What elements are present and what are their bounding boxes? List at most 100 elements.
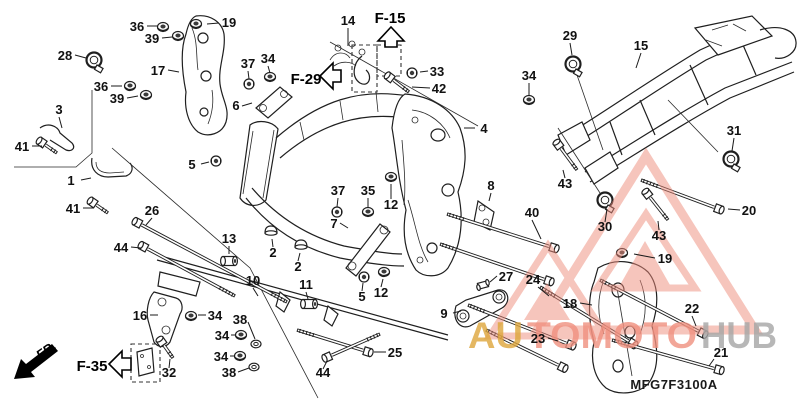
leader-line (161, 36, 173, 39)
watermark-text-tomoto: TOMOTO (527, 315, 697, 356)
cyl-icon (476, 278, 490, 292)
leader-line (691, 315, 697, 327)
callout-36: 36 (94, 79, 108, 94)
callout-4: 4 (480, 121, 488, 136)
callout-25: 25 (388, 345, 402, 360)
bolt-icon (640, 178, 725, 215)
callout-12: 12 (384, 197, 398, 212)
leader-line (361, 282, 364, 292)
clamp-icon (596, 191, 615, 214)
grommet-icon (234, 329, 248, 341)
callout-37: 37 (241, 56, 255, 71)
part-code: MFG7F3100A (630, 377, 717, 392)
bolt-icon (86, 196, 109, 215)
leader-line (167, 69, 180, 73)
callout-34: 34 (261, 51, 276, 66)
callout-33: 33 (430, 64, 444, 79)
leader-line (145, 217, 153, 226)
callout-2: 2 (294, 259, 301, 274)
nut-icon (243, 78, 255, 90)
callout-38: 38 (233, 312, 247, 327)
construction-lines (14, 41, 719, 399)
callout-43: 43 (558, 176, 572, 191)
grommet-icon (361, 206, 375, 218)
callout-5: 5 (358, 289, 365, 304)
leader-line (727, 208, 741, 211)
callout-6: 6 (232, 98, 239, 113)
leader-line (411, 86, 431, 89)
callout-17: 17 (151, 63, 165, 78)
callouts-group: 3639192817363934114114334234376291534312… (15, 13, 756, 380)
leader-line (635, 52, 642, 69)
clamp-icon (85, 51, 104, 74)
leader-line (237, 367, 250, 373)
bolt-icon (552, 138, 579, 172)
grommet-icon (384, 171, 398, 183)
callout-5: 5 (188, 157, 195, 172)
callout-12: 12 (374, 285, 388, 300)
leader-line (537, 286, 550, 297)
cap-icon (294, 239, 308, 250)
callout-31: 31 (727, 123, 741, 138)
ref-f35: F-35 (77, 349, 132, 379)
leader-line (633, 253, 656, 259)
bolt-icon (131, 216, 288, 304)
callout-19: 19 (658, 251, 672, 266)
leader-line (297, 252, 301, 262)
callout-1: 1 (67, 173, 74, 188)
grommet-icon (263, 71, 277, 83)
grommet-icon (522, 94, 536, 106)
callout-10: 10 (246, 273, 260, 288)
grommet-icon (123, 80, 137, 92)
leader-line (380, 278, 384, 288)
ref-label-f35: F-35 (77, 358, 108, 375)
bolt-icon (611, 338, 725, 376)
ref-f15: F-15 (375, 10, 406, 48)
rear-subframe-drawing (557, 15, 797, 185)
callout-22: 22 (685, 301, 699, 316)
left-arrow-icon (107, 349, 132, 379)
leader-line (271, 238, 274, 248)
grommet-icon (184, 310, 198, 322)
bolt-icon (446, 212, 560, 254)
leader-line (200, 161, 210, 165)
watermark-triangle-inner (620, 241, 670, 285)
grommet-icon (156, 21, 170, 33)
callout-34: 34 (208, 308, 223, 323)
dashed-box-f15-left (351, 44, 378, 93)
callout-19: 19 (222, 15, 236, 30)
watermark-text: AU TOMOTO HUB (468, 315, 777, 356)
bolt-icon (35, 136, 58, 155)
leader-line (247, 321, 256, 340)
ref-f29: F-29 (291, 61, 342, 91)
leader-line (657, 220, 660, 231)
watermark-triangle-small-inner (524, 283, 570, 320)
callout-20: 20 (742, 203, 756, 218)
leader-line (241, 102, 253, 107)
callout-41: 41 (66, 201, 80, 216)
grommet-icon (233, 350, 247, 362)
leader-line (126, 95, 139, 99)
bushing-icon (220, 255, 239, 267)
leader-line (74, 54, 87, 59)
leader-line (419, 70, 429, 73)
nut-icon (406, 67, 418, 79)
leader-line (489, 275, 498, 283)
callout-18: 18 (563, 296, 577, 311)
fr-direction: FR. (14, 338, 59, 379)
small-brackets-drawing (39, 40, 509, 377)
clamp-icon (722, 150, 741, 173)
watermark-text-au: AU (468, 315, 523, 356)
leader-line (569, 42, 573, 56)
callout-39: 39 (110, 91, 124, 106)
leader-line (339, 222, 349, 229)
leader-line (531, 219, 542, 240)
callout-40: 40 (525, 205, 539, 220)
callout-44: 44 (114, 240, 129, 255)
cap-icon (264, 225, 278, 236)
leader-line (604, 208, 608, 223)
callout-37: 37 (331, 183, 345, 198)
watermark-text-hub: HUB (701, 315, 777, 356)
leader-line (130, 246, 142, 249)
